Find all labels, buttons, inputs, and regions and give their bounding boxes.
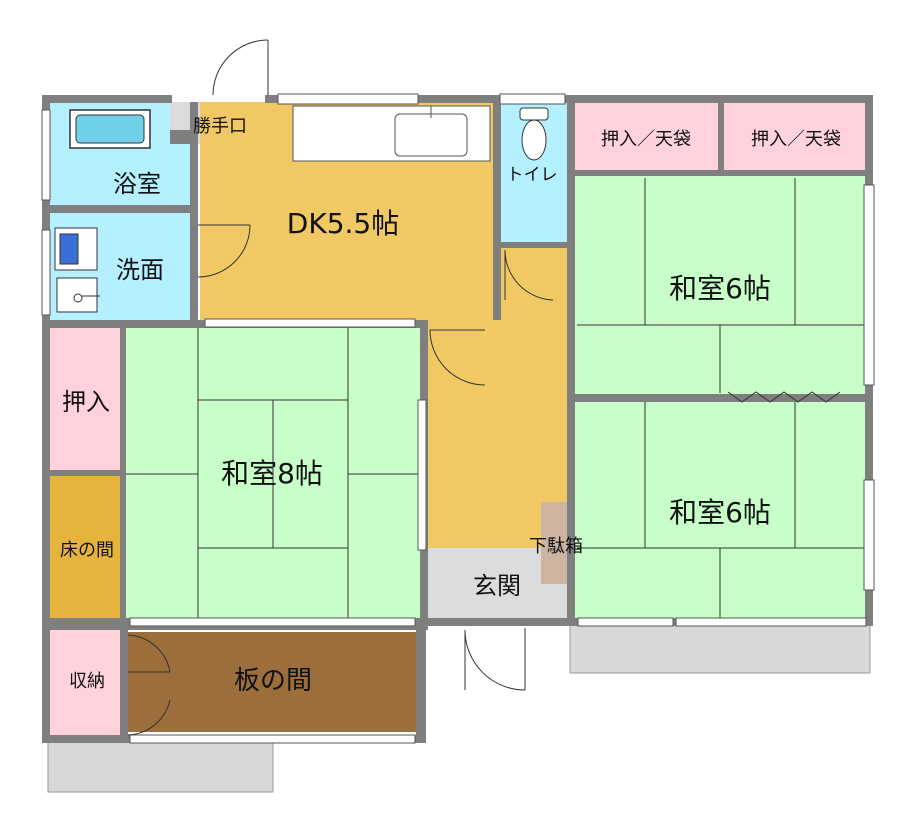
room-washitsu6-bottom (575, 400, 868, 620)
room-oshiire-tenbukuro-1 (575, 102, 718, 172)
wash-basin-drain (73, 293, 83, 303)
toilet-bowl (521, 119, 547, 161)
room-tokonoma (50, 475, 122, 620)
label-wash: 洗面 (116, 256, 164, 284)
label-washitsu6-top: 和室6帖 (669, 272, 771, 305)
label-shuno: 収納 (69, 671, 105, 692)
label-oshiire: 押入 (62, 388, 110, 416)
door-swings (127, 39, 554, 736)
label-washitsu6-bottom: 和室6帖 (669, 496, 771, 529)
label-dk: DK5.5帖 (287, 207, 399, 240)
room-labels: 浴室 勝手口 洗面 DK5.5帖 トイレ 押入／天袋 押入／天袋 和室6帖 和室… (60, 116, 841, 696)
toilet-tank (519, 107, 549, 121)
tatami-lines-washitsu6-top (577, 178, 866, 393)
label-oshiire-tenbukuro-1: 押入／天袋 (601, 129, 691, 150)
label-tokonoma: 床の間 (60, 540, 114, 561)
room-itanoma (128, 632, 420, 732)
wash-basin (56, 277, 98, 313)
folding-partition (727, 391, 841, 403)
bathtub-inner (75, 114, 145, 144)
label-toilet: トイレ (507, 165, 558, 185)
label-itanoma: 板の間 (234, 666, 312, 696)
getabako-cabinet (541, 502, 570, 584)
tatami-lines-washitsu8 (126, 328, 418, 618)
room-oshiire-tenbukuro-2 (723, 102, 868, 172)
label-getabako: 下駄箱 (529, 536, 583, 557)
terrace-right (569, 624, 871, 674)
terrace-left (47, 739, 274, 793)
label-bath: 浴室 (113, 170, 161, 198)
windows (41, 93, 875, 744)
room-shuno (50, 625, 125, 735)
label-oshiire-tenbukuro-2: 押入／天袋 (751, 129, 841, 150)
tatami-lines-washitsu6-bottom (577, 402, 866, 618)
washing-machine-drum (59, 233, 79, 265)
room-oshiire (50, 325, 122, 470)
room-washitsu6-top (575, 175, 868, 395)
kitchen-sink (394, 113, 468, 157)
label-washitsu8: 和室8帖 (221, 457, 323, 490)
label-genkan: 玄関 (473, 572, 521, 600)
label-katteguchi: 勝手口 (193, 116, 247, 137)
